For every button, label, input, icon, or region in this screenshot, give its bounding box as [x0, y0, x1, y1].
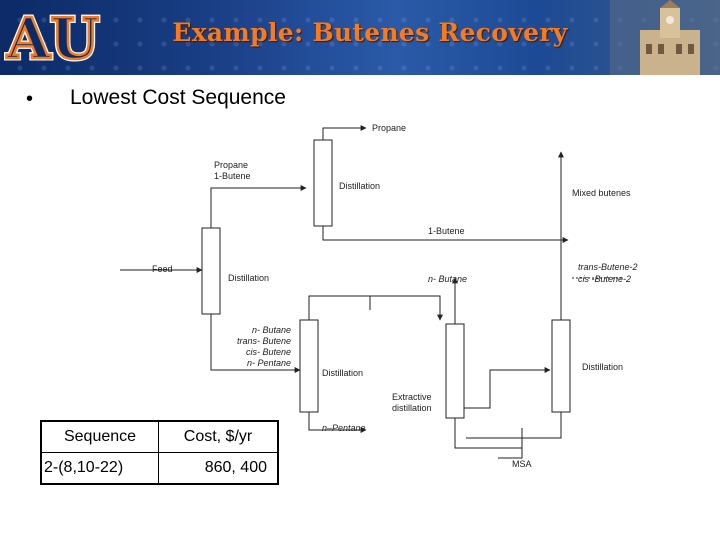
label-trans-butene: trans- Butene: [237, 336, 291, 346]
label-propane-1butene-a: Propane: [214, 160, 248, 170]
label-cis-butene-2: cis -Butene-2: [578, 274, 631, 284]
label-cis-butene: cis- Butene: [246, 347, 291, 357]
label-mixed-butenes: Mixed butenes: [572, 188, 631, 198]
svg-text:AU: AU: [6, 6, 99, 70]
label-propane: Propane: [372, 123, 406, 133]
auburn-logo-icon: AU AU: [4, 4, 102, 70]
page-title: Example: Butenes Recovery: [172, 18, 568, 47]
label-trans-butene-2: trans-Butene-2: [578, 262, 638, 272]
label-msa: MSA: [512, 459, 532, 469]
bullet-glyph: •: [26, 88, 34, 110]
table-header-sequence: Sequence: [40, 420, 159, 453]
table-header-cost: Cost, $/yr: [158, 420, 279, 453]
label-distillation-4: Distillation: [582, 362, 623, 372]
label-distillation-3: Distillation: [322, 368, 363, 378]
column-2: [313, 139, 333, 227]
column-4: [551, 319, 571, 413]
label-distillation-1: Distillation: [339, 181, 380, 191]
label-n-butane: n- Butane: [252, 325, 291, 335]
table-row: 2-(8,10-22) 860, 400: [40, 452, 279, 485]
label-extractive-a: Extractive: [392, 392, 432, 402]
label-distillation-2: Distillation: [228, 273, 269, 283]
label-n-butane-top: n- Butane: [428, 274, 467, 284]
process-flow-diagram: Propane Propane 1-Butene Distillation Mi…: [120, 123, 638, 469]
label-n-pentane: n–Pentane: [322, 423, 366, 433]
table-header-row: Sequence Cost, $/yr: [40, 420, 279, 453]
table-cell-sequence: 2-(8,10-22): [40, 452, 159, 485]
bullet-text: Lowest Cost Sequence: [70, 86, 286, 109]
column-1: [201, 227, 221, 315]
building-tower-icon: [610, 0, 720, 75]
column-3: [299, 319, 319, 413]
cost-table: Sequence Cost, $/yr 2-(8,10-22) 860, 400: [40, 420, 279, 485]
header-pattern: [0, 0, 720, 75]
label-feed: Feed: [152, 264, 173, 274]
label-extractive-b: distillation: [392, 403, 432, 413]
label-1-butene: 1-Butene: [428, 226, 465, 236]
header-banner: AU AU Example: Butenes Recovery: [0, 0, 720, 75]
label-propane-1butene-b: 1-Butene: [214, 171, 251, 181]
svg-text:AU: AU: [6, 6, 99, 70]
column-extractive: [445, 323, 465, 419]
label-n-pentane-list: n- Pentane: [247, 358, 291, 368]
table-cell-cost: 860, 400: [158, 452, 279, 485]
